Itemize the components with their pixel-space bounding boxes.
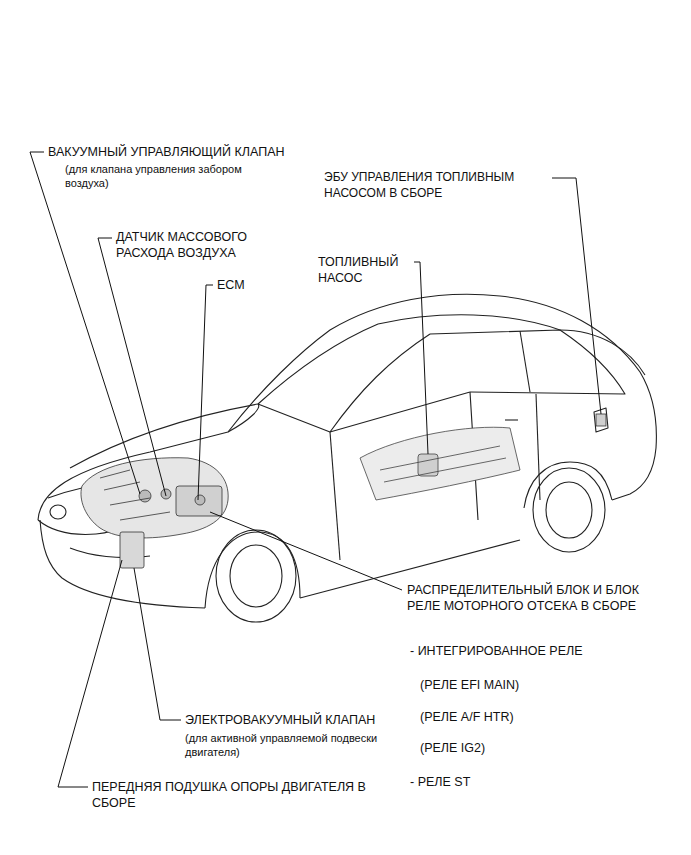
part-label: РАСПРЕДЕЛИТЕЛЬНЫЙ БЛОК И БЛОК РЕЛЕ МОТОР…: [407, 582, 657, 615]
part-label: ДАТЧИК МАССОВОГО РАСХОДА ВОЗДУХА: [116, 229, 281, 262]
relay-label: (РЕЛЕ A/F HTR): [420, 709, 620, 725]
part-note: (для активной управляемой подвески двига…: [185, 731, 385, 760]
relay-label: - РЕЛЕ ST: [410, 774, 610, 790]
part-label: ЭБУ УПРАВЛЕНИЯ ТОПЛИВНЫМ НАСОСОМ В СБОРЕ: [324, 170, 556, 201]
part-label: ЭЛЕКТРОВАКУУМНЫЙ КЛАПАН: [185, 712, 445, 728]
relay-label: - ИНТЕГРИРОВАННОЕ РЕЛЕ: [410, 643, 670, 659]
part-label: ВАКУУМНЫЙ УПРАВЛЯЮЩИЙ КЛАПАН: [48, 144, 348, 160]
part-label: ECM: [217, 277, 277, 293]
relay-label: (РЕЛЕ EFI MAIN): [420, 677, 620, 693]
part-note: (для клапана управления забором воздуха): [65, 162, 280, 191]
part-label: ТОПЛИВНЫЙ НАСОС: [318, 254, 413, 287]
relay-label: (РЕЛЕ IG2): [420, 740, 620, 756]
part-label: ПЕРЕДНЯЯ ПОДУШКА ОПОРЫ ДВИГАТЕЛЯ В СБОРЕ: [92, 779, 392, 812]
